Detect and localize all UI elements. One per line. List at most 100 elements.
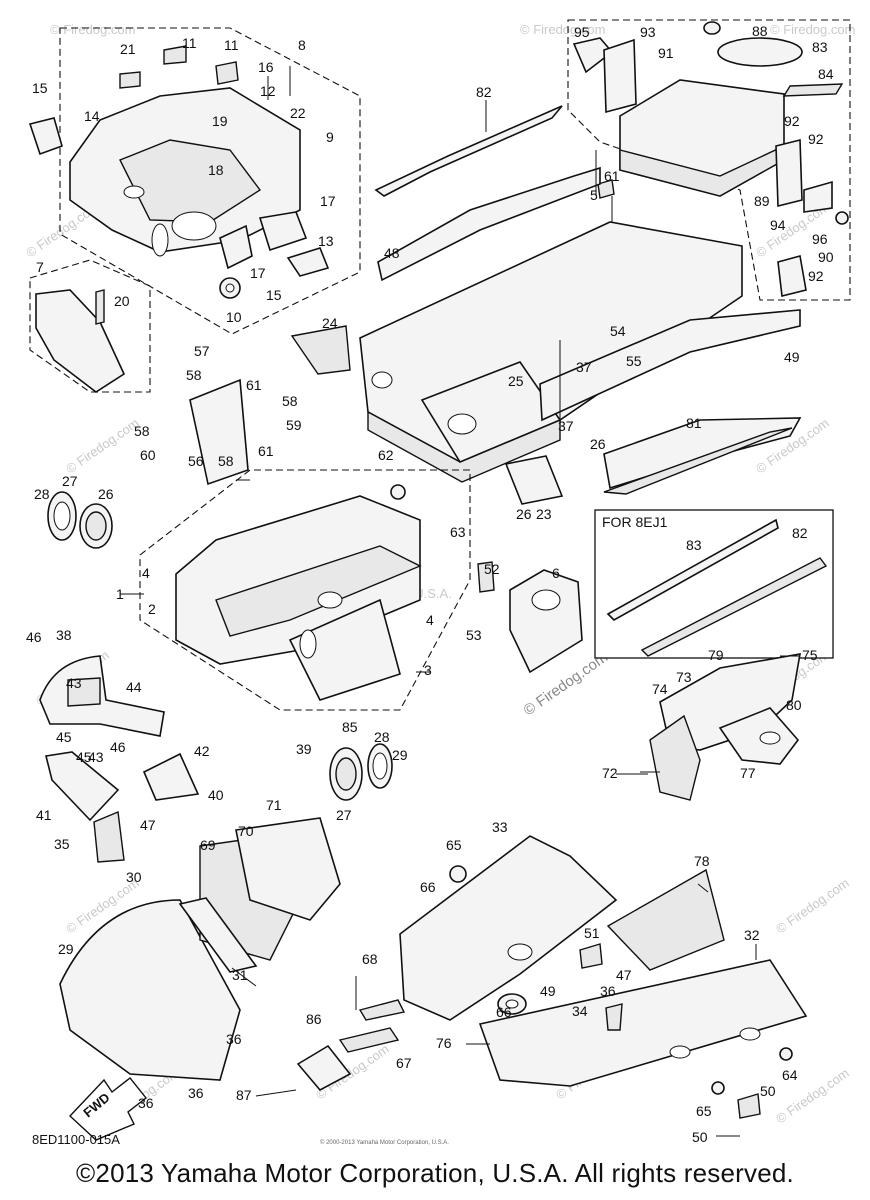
callout: 88 — [752, 23, 768, 39]
callout: 9 — [326, 129, 334, 145]
callout: 24 — [322, 315, 338, 331]
callout: 78 — [694, 853, 710, 869]
callout: 68 — [362, 951, 378, 967]
callout: 11 — [224, 37, 239, 53]
callout: 73 — [676, 669, 692, 685]
callout: 55 — [626, 353, 642, 369]
callout: 40 — [208, 787, 224, 803]
callout: 71 — [266, 797, 282, 813]
callout: 65 — [446, 837, 462, 853]
leader-lines — [120, 100, 800, 1137]
front-frame-assembly — [28, 27, 361, 335]
watermark: © Firedog.com — [520, 22, 605, 37]
callout: 42 — [194, 743, 210, 759]
callout: 3 — [424, 662, 432, 678]
callout: 58 — [282, 393, 298, 409]
callout: 5 — [590, 187, 598, 203]
callout: 72 — [602, 765, 618, 781]
small-hardware — [296, 943, 761, 1119]
callout: 57 — [194, 343, 210, 359]
callout: 92 — [808, 268, 824, 284]
callout: 27 — [336, 807, 352, 823]
callout: 50 — [692, 1129, 708, 1145]
callout: 82 — [792, 525, 808, 541]
callout: 84 — [818, 66, 834, 82]
callout: 93 — [640, 24, 656, 40]
inset-title: FOR 8EJ1 — [602, 514, 668, 530]
callout: 89 — [754, 193, 770, 209]
middle-frame-assembly — [139, 378, 583, 711]
callout: 27 — [62, 473, 78, 489]
callout: 15 — [266, 287, 282, 303]
callout: 52 — [484, 561, 500, 577]
callout: 86 — [306, 1011, 322, 1027]
callout: 60 — [140, 447, 156, 463]
callout: 47 — [616, 967, 632, 983]
watermark: © Firedog.com — [773, 875, 852, 936]
callout: 36 — [188, 1085, 204, 1101]
callout: 61 — [604, 168, 620, 184]
callout: 10 — [226, 309, 242, 325]
watermark: © Firedog.com — [50, 22, 135, 37]
side-panels-73-81 — [649, 653, 801, 801]
callout: 11 — [182, 35, 197, 51]
callout: 85 — [342, 719, 358, 735]
callout: 38 — [56, 627, 72, 643]
callout: 62 — [378, 447, 394, 463]
callout: 49 — [784, 349, 800, 365]
callout: 26 — [590, 436, 606, 452]
callout: 59 — [286, 417, 302, 433]
callout: 44 — [126, 679, 142, 695]
callout: 14 — [84, 108, 100, 124]
callout: 75 — [802, 647, 818, 663]
callout: 64 — [782, 1067, 798, 1083]
callout: 79 — [708, 647, 724, 663]
callout: 13 — [318, 233, 334, 249]
callout: 63 — [450, 524, 466, 540]
callout: 61 — [258, 443, 274, 459]
callout: 34 — [572, 1003, 588, 1019]
callout: 4 — [142, 565, 150, 581]
callout: 58 — [186, 367, 202, 383]
callout: 36 — [138, 1095, 154, 1111]
callout: 48 — [384, 245, 400, 261]
callout: 94 — [770, 217, 786, 233]
callout: 28 — [34, 486, 50, 502]
rear-frame-assembly — [567, 19, 851, 301]
callout: 8 — [298, 37, 306, 53]
callout: 33 — [492, 819, 508, 835]
callout: 91 — [658, 45, 674, 61]
callout: 35 — [54, 836, 70, 852]
callout: 95 — [574, 24, 590, 40]
callout: 49 — [540, 983, 556, 999]
callout: 26 — [98, 486, 114, 502]
callout: 65 — [696, 1103, 712, 1119]
callout: 66 — [496, 1004, 512, 1020]
copyright-footer: ©2013 Yamaha Motor Corporation, U.S.A. A… — [76, 1158, 794, 1188]
callout: 32 — [744, 927, 760, 943]
small-copyright: © 2000-2013 Yamaha Motor Corporation, U.… — [320, 1139, 449, 1146]
callout: 1 — [116, 586, 124, 602]
callout: 58 — [134, 423, 150, 439]
callout: 15 — [32, 80, 48, 96]
callout: 46 — [26, 629, 42, 645]
callout: 45 — [76, 749, 92, 765]
callout: 16 — [258, 59, 274, 75]
callout: 67 — [396, 1055, 412, 1071]
inset-8ej1: FOR 8EJ1 — [594, 509, 834, 659]
steering-boots — [47, 491, 393, 801]
callout: 23 — [536, 506, 552, 522]
callout: 29 — [58, 941, 74, 957]
callout: 61 — [246, 377, 262, 393]
callout: 17 — [320, 193, 336, 209]
callout: 17 — [250, 265, 266, 281]
callout: 29 — [392, 747, 408, 763]
front-shroud-panels — [59, 817, 341, 1081]
diagram-code: 8ED1100-015A — [32, 1132, 120, 1147]
callout: 37 — [558, 418, 574, 434]
callout: 20 — [114, 293, 130, 309]
callout: 92 — [784, 113, 800, 129]
callout: 30 — [126, 869, 142, 885]
callout: 81 — [686, 415, 702, 431]
